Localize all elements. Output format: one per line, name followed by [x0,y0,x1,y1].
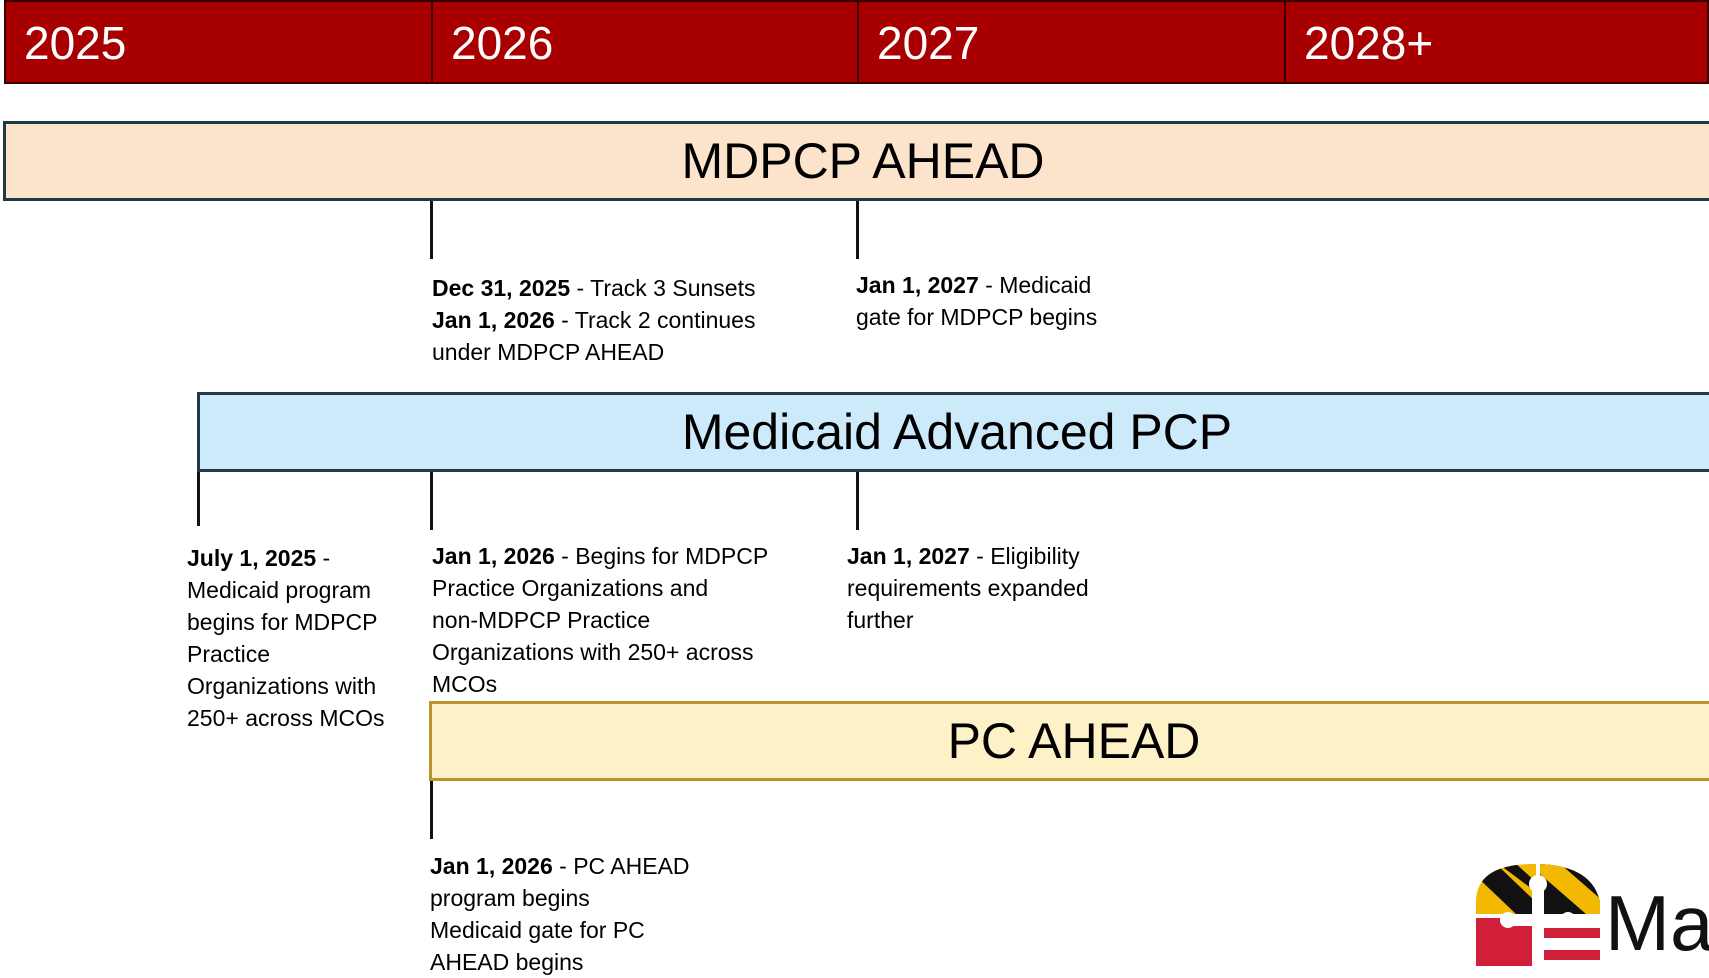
medicaid-2027-tick [856,472,859,530]
year-2026: 2026 [433,2,859,82]
medicaid-2026-tick [430,472,433,530]
mdpcp-2026-tick [430,201,433,259]
medicaid-2027-note: Jan 1, 2027 - Eligibility requirements e… [847,543,1089,633]
medicaid-2026-note: Jan 1, 2026 - Begins for MDPCP Practice … [432,543,769,697]
year-2025: 2025 [6,2,433,82]
pc-2026-note: Jan 1, 2026 - PC AHEAD program begins Me… [430,853,690,975]
mdpcp-ahead-label: MDPCP AHEAD [681,133,1045,189]
pc-ahead-bar: PC AHEAD [429,701,1709,781]
year-2027: 2027 [859,2,1286,82]
maryland-logo-wordmark: Ma [1605,879,1709,967]
year-header-bar: 2025 2026 2027 2028+ [4,0,1709,84]
mdpcp-ahead-bar: MDPCP AHEAD [3,121,1709,201]
year-2028-plus: 2028+ [1304,17,1434,69]
medicaid-advanced-pcp-bar: Medicaid Advanced PCP [197,392,1709,472]
medicaid-2025-note: July 1, 2025 - Medicaid program begins f… [187,545,385,731]
pc-ahead-label: PC AHEAD [947,713,1201,769]
medicaid-2025-tick [197,472,200,526]
pc-2026-tick [430,781,433,839]
mdpcp-2027-note: Jan 1, 2027 - Medicaid gate for MDPCP be… [856,272,1098,330]
maryland-flag-logo-icon [1476,864,1600,966]
mdpcp-2026-note: Dec 31, 2025 - Track 3 Sunsets Jan 1, 20… [432,275,756,365]
medicaid-advanced-pcp-label: Medicaid Advanced PCP [681,404,1233,460]
mdpcp-2027-tick [856,201,859,259]
